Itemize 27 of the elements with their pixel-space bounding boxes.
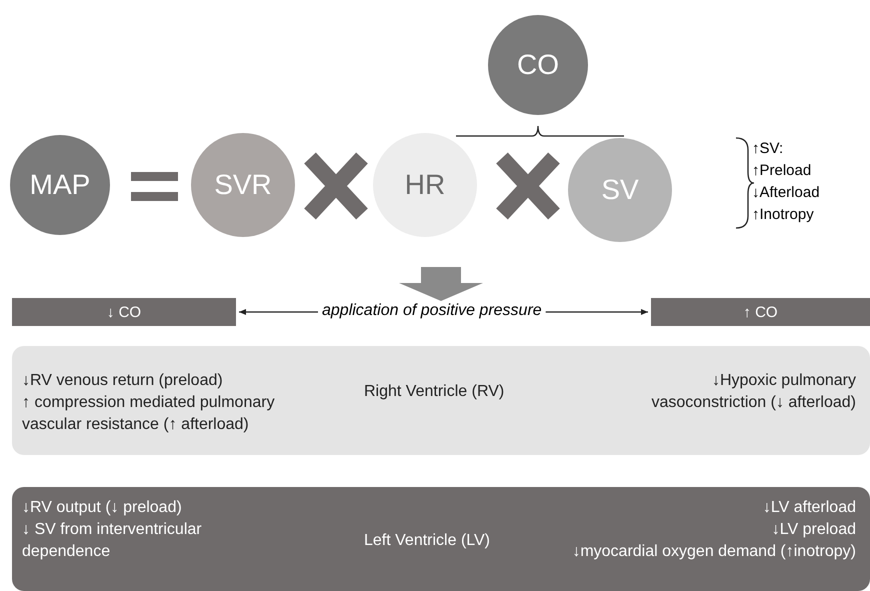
panel-text: ↑ compression mediated pulmonary vascular resistance (↑ afterload) (22, 393, 276, 435)
node-label: MAP (30, 169, 90, 201)
node-label: SV (601, 174, 639, 206)
arrow (546, 309, 648, 315)
panel-text: ↓myocardial oxygen demand (↑inotropy) (572, 542, 856, 562)
panel-text: ↓RV output (↓ preload) (22, 498, 182, 518)
panel (12, 346, 870, 455)
node-label: SVR (214, 169, 272, 201)
panel-text: ↓ SV from interventricular dependence (22, 520, 203, 562)
panel-text: Right Ventricle (RV) (364, 382, 506, 402)
panel-text: ↓LV afterload (762, 498, 856, 518)
panel (12, 487, 870, 591)
panel-text: Left Ventricle (LV) (364, 531, 491, 551)
panel-text: ↓Hypoxic pulmonary vasoconstriction (↓ afterload) (650, 371, 856, 413)
node-label: CO (517, 49, 559, 81)
header-bar: ↑ CO (651, 298, 870, 326)
block-arrow (399, 267, 483, 301)
side-note: ↑Inotropy (752, 206, 814, 223)
side-note: ↑Preload (752, 162, 812, 179)
annotation-text: application of positive pressure (322, 302, 542, 320)
arrow (239, 309, 318, 315)
panel-text: ↓RV venous return (preload) (22, 371, 223, 391)
side-note: ↓Afterload (752, 184, 820, 201)
header-bar: ↓ CO (12, 298, 236, 326)
panel-text: ↓LV preload (772, 520, 856, 540)
side-note: ↑SV: (752, 140, 784, 157)
node-label: HR (404, 169, 446, 201)
